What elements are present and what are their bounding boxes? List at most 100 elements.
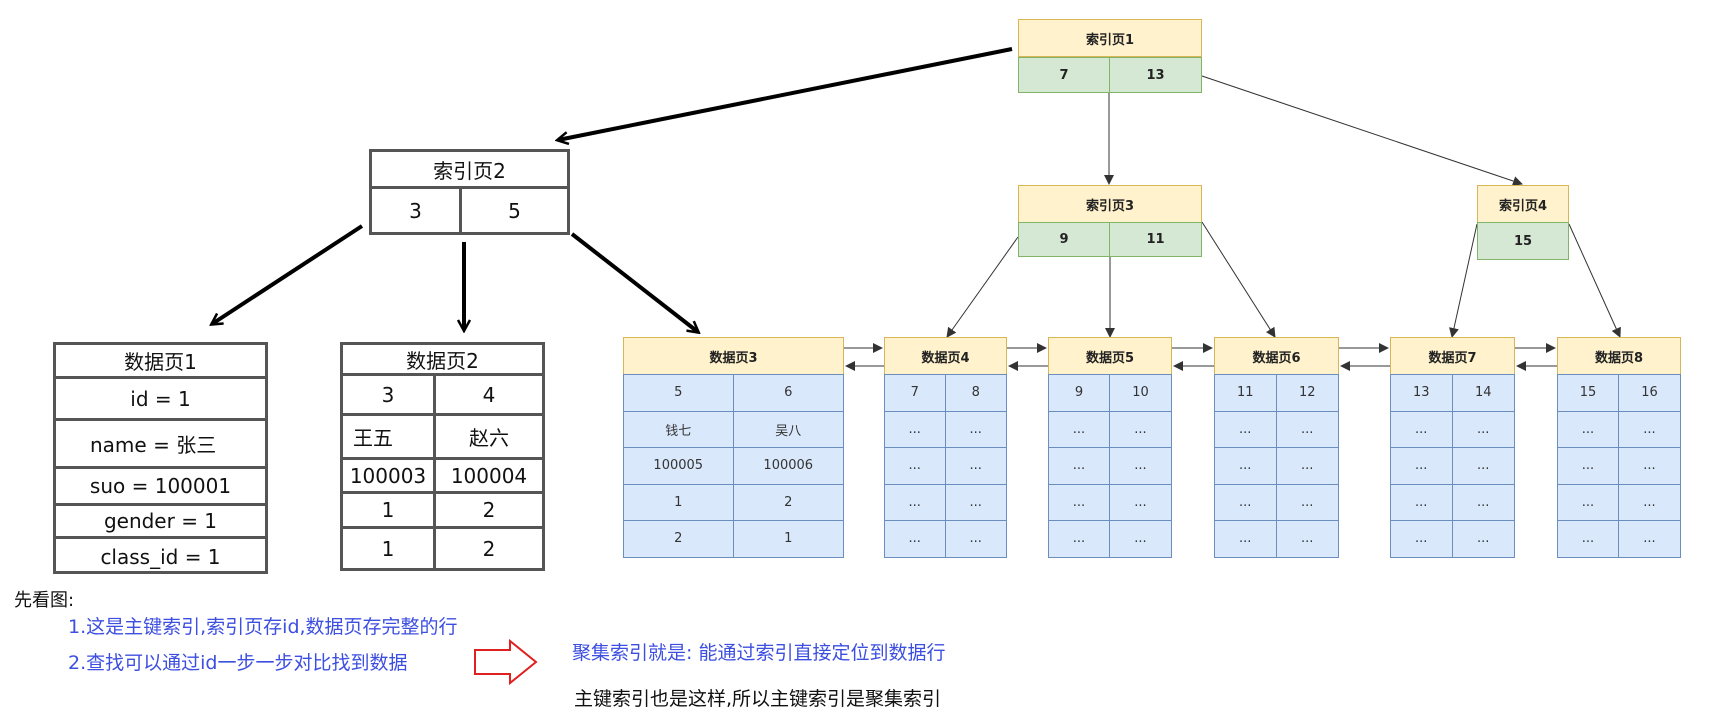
data-page-2-cell: 100004	[436, 460, 542, 494]
tree-data-page-cell: ...	[884, 447, 946, 485]
data-page-1-row: suo = 100001	[56, 469, 265, 506]
index-page-1-title: 索引页1	[1018, 19, 1202, 57]
index-page-3-key: 11	[1109, 222, 1202, 257]
tree-data-page-cell: ...	[1390, 520, 1453, 558]
tree-data-page-cell: ...	[944, 447, 1007, 485]
tree-data-page-cell: ...	[1214, 447, 1277, 485]
arrow-index2-to-data3	[570, 232, 698, 332]
tree-data-page-cell: 12	[1275, 374, 1339, 412]
tree-data-page-cell: ...	[1109, 483, 1172, 521]
tree-data-page-cell: ...	[1618, 410, 1681, 448]
tree-data-page-title: 数据页4	[884, 337, 1007, 375]
note-line-2: 2.查找可以通过id一步一步对比找到数据	[68, 652, 408, 674]
data-page-2-cell: 赵六	[436, 416, 542, 460]
tree-data-page-cell: ...	[1390, 410, 1453, 448]
note-line-1: 1.这是主键索引,索引页存id,数据页存完整的行	[68, 616, 458, 638]
arrow-index2-to-data1	[212, 224, 364, 324]
data-page-2-cell: 100003	[343, 460, 436, 494]
tree-data-page-cell: 11	[1214, 374, 1277, 412]
tree-data-page-cell: ...	[1618, 520, 1681, 558]
tree-data-page-title: 数据页5	[1048, 337, 1172, 375]
tree-data-page-cell: ...	[1557, 410, 1619, 448]
notes-heading: 先看图:	[14, 590, 75, 611]
data-page-1-row: id = 1	[56, 379, 265, 421]
sibling-links	[844, 343, 1557, 371]
tree-data-page-cell: 钱七	[623, 410, 734, 448]
tree-data-page-cell: ...	[1214, 410, 1277, 448]
tree-data-page-cell: 6	[732, 374, 844, 412]
tree-data-page-cell: 100005	[623, 447, 734, 485]
data-page-2-cell: 2	[436, 494, 542, 529]
tree-data-page-cell: 16	[1618, 374, 1681, 412]
data-page-1-title: 数据页1	[56, 345, 265, 379]
tree-data-page-title: 数据页3	[623, 337, 844, 375]
tree-data-page-cell: 1	[623, 483, 734, 521]
tree-data-page-cell: ...	[1109, 410, 1172, 448]
data-page-2-cell: 3	[343, 376, 436, 416]
tree-data-page-cell: ...	[1275, 447, 1339, 485]
edge-index4-to-data7	[1449, 223, 1478, 338]
index-page-4-key: 15	[1477, 222, 1569, 260]
tree-data-page-cell: 9	[1048, 374, 1110, 412]
index-page-2-key: 5	[508, 198, 521, 223]
tree-data-page-title: 数据页8	[1557, 337, 1681, 375]
tree-data-page-cell: ...	[1557, 520, 1619, 558]
tree-data-page-cell: ...	[1451, 447, 1515, 485]
data-page-2-cell: 王五	[343, 416, 436, 460]
tree-data-page-title: 数据页7	[1390, 337, 1515, 375]
red-implication-arrow	[474, 638, 538, 686]
index-page-1-key: 13	[1109, 57, 1202, 93]
index-page-1-key: 7	[1018, 57, 1110, 93]
tree-data-page-cell: ...	[1557, 483, 1619, 521]
clustered-index-definition: 聚集索引就是: 能通过索引直接定位到数据行	[572, 642, 946, 664]
data-page-2-cell: 1	[343, 494, 436, 529]
tree-data-page-cell: ...	[1275, 410, 1339, 448]
tree-data-page-cell: ...	[1557, 447, 1619, 485]
tree-data-page-cell: 5	[623, 374, 734, 412]
tree-data-page-cell: 14	[1451, 374, 1515, 412]
tree-data-page-cell: ...	[1109, 447, 1172, 485]
tree-data-page-cell: ...	[1618, 483, 1681, 521]
tree-data-page-cell: ...	[1275, 520, 1339, 558]
tree-data-page-cell: ...	[884, 520, 946, 558]
data-page-2-cell: 4	[436, 376, 542, 416]
tree-data-page-cell: 100006	[732, 447, 844, 485]
tree-data-page-cell: ...	[884, 410, 946, 448]
tree-data-page-cell: ...	[1048, 447, 1110, 485]
tree-data-page-cell: ...	[1048, 520, 1110, 558]
tree-data-page-cell: ...	[1390, 447, 1453, 485]
primary-key-conclusion: 主键索引也是这样,所以主键索引是聚集索引	[574, 688, 942, 710]
tree-data-page-cell: ...	[944, 483, 1007, 521]
data-page-2-cell: 1	[343, 529, 436, 568]
tree-data-page-cell: ...	[1109, 520, 1172, 558]
data-page-1-row: name = 张三	[56, 421, 265, 469]
tree-data-page-title: 数据页6	[1214, 337, 1339, 375]
index-page-2-key: 3	[372, 189, 462, 232]
index-page-4: 索引页4 15	[1477, 185, 1569, 260]
index-page-3-title: 索引页3	[1018, 185, 1202, 223]
tree-data-page-cell: 1	[732, 520, 844, 558]
index-page-3: 索引页3 9 11	[1018, 185, 1202, 257]
data-page-1: 数据页1 id = 1 name = 张三 suo = 100001 gende…	[53, 342, 268, 574]
tree-data-page-cell: ...	[1618, 447, 1681, 485]
tree-data-page-cell: 吴八	[732, 410, 844, 448]
index-page-2-title: 索引页2	[372, 152, 567, 189]
tree-data-page-cell: ...	[1451, 483, 1515, 521]
tree-data-page-cell: ...	[1214, 520, 1277, 558]
tree-data-page-cell: ...	[1214, 483, 1277, 521]
index-page-3-key: 9	[1018, 222, 1110, 257]
tree-data-page-cell: ...	[1275, 483, 1339, 521]
tree-data-page-cell: ...	[944, 520, 1007, 558]
tree-data-page-cell: ...	[884, 483, 946, 521]
tree-data-page-cell: 2	[732, 483, 844, 521]
arrow-index1-to-index2	[558, 47, 1013, 140]
tree-data-page-cell: 7	[884, 374, 946, 412]
data-page-1-row: gender = 1	[56, 506, 265, 539]
